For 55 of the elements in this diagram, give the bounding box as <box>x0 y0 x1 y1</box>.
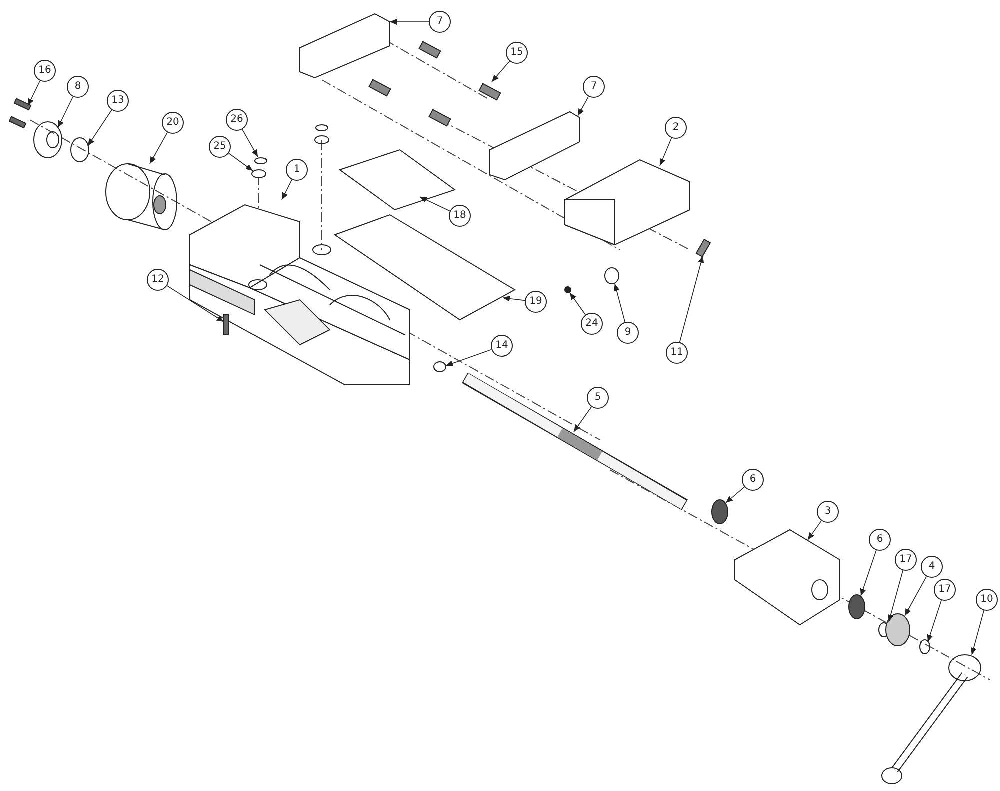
leader-line <box>446 349 492 366</box>
callout-number: 17 <box>895 549 917 571</box>
leader-line <box>574 406 592 432</box>
callout-number: 20 <box>162 112 184 134</box>
callout-number: 7 <box>429 11 451 33</box>
leader-line <box>28 80 41 106</box>
callout-number: 6 <box>869 529 891 551</box>
pin <box>564 286 572 294</box>
callout-number: 3 <box>817 501 839 523</box>
leader-line <box>88 110 112 146</box>
leader-line <box>150 132 168 164</box>
leader-line <box>578 96 590 116</box>
leader-line <box>679 256 704 343</box>
callout-number: 10 <box>976 589 998 611</box>
leader-line <box>420 196 450 212</box>
callout-number: 25 <box>209 136 231 158</box>
callout-number: 1 <box>286 159 308 181</box>
callout-number: 9 <box>617 322 639 344</box>
callout-number: 5 <box>587 387 609 409</box>
leader-line <box>970 610 984 656</box>
leader-line <box>726 486 746 504</box>
leader-line <box>927 600 942 642</box>
callout-number: 14 <box>491 335 513 357</box>
callout-number: 6 <box>742 469 764 491</box>
callout-number: 12 <box>147 269 169 291</box>
callout-number: 18 <box>449 205 471 227</box>
callout-number: 26 <box>226 109 248 131</box>
leader-line <box>390 19 430 25</box>
leader-line <box>614 284 626 323</box>
leader-line <box>808 520 822 540</box>
callout-number: 15 <box>506 42 528 64</box>
leader-line <box>242 129 258 158</box>
callout-number: 16 <box>34 60 56 82</box>
leader-line <box>888 570 904 622</box>
callout-number: 4 <box>921 556 943 578</box>
leader-line <box>904 576 928 616</box>
leader-line <box>502 296 526 302</box>
callout-number: 13 <box>107 90 129 112</box>
leader-line <box>570 292 586 316</box>
callout-number: 8 <box>67 76 89 98</box>
leader-line <box>58 96 74 128</box>
callout-number: 7 <box>583 76 605 98</box>
leader-line <box>228 153 254 172</box>
callout-number: 24 <box>581 313 603 335</box>
ring <box>252 170 266 178</box>
leader-line <box>860 550 877 596</box>
leader-line <box>492 60 510 82</box>
callout-number: 11 <box>666 342 688 364</box>
callout-number: 17 <box>934 579 956 601</box>
leader-line <box>660 138 672 166</box>
ring <box>254 158 268 164</box>
leader-line <box>282 179 292 200</box>
leader-line <box>166 286 224 322</box>
callout-number: 2 <box>665 117 687 139</box>
callout-number: 19 <box>525 291 547 313</box>
